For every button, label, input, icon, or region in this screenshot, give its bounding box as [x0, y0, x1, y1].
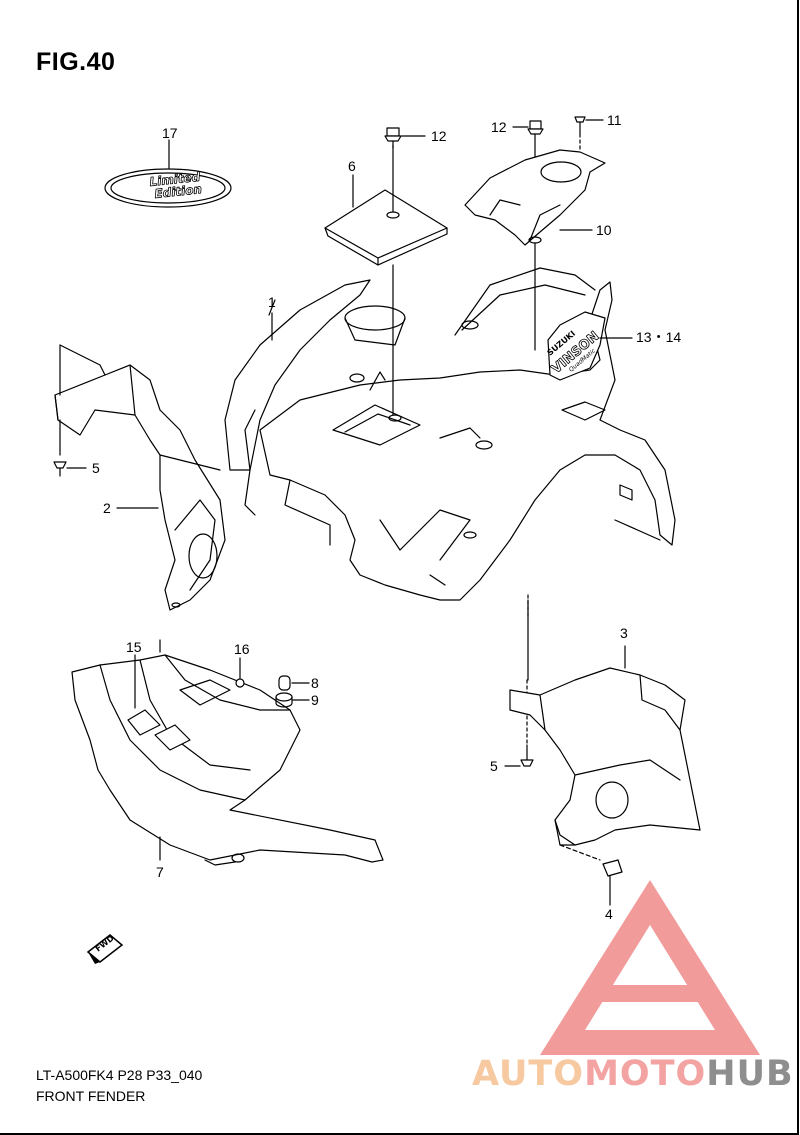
decal-edition-text: Edition — [154, 182, 203, 201]
part-12-bolt-top — [512, 120, 544, 161]
callout-5-left: 5 — [92, 460, 100, 476]
callout-15: 15 — [126, 639, 142, 655]
callout-11: 11 — [607, 112, 622, 128]
decal-limited-text: Limited — [149, 170, 201, 189]
callout-6: 6 — [348, 158, 356, 174]
part-9-grommet — [275, 692, 310, 708]
section-name: FRONT FENDER — [36, 1088, 146, 1104]
part-13-14-vinson-decal: SUZUKI VINSON QuadMatic — [546, 311, 633, 381]
watermark-hub: HUB — [706, 1054, 794, 1094]
part-6-cover-lid — [324, 144, 448, 266]
callout-10: 10 — [596, 222, 612, 238]
part-4-bolt — [602, 859, 623, 906]
watermark-logo — [540, 880, 760, 1055]
watermark-text: AUTOMOTOHUB — [472, 1054, 794, 1094]
part-10-upper-cover — [464, 149, 606, 351]
part-8-spacer — [278, 675, 310, 691]
fwd-direction-arrow: FWD — [86, 933, 124, 964]
callout-16: 16 — [234, 641, 250, 657]
callout-5-right: 5 — [490, 758, 498, 774]
callout-3: 3 — [620, 625, 628, 641]
part-12-bolt-left — [384, 127, 426, 149]
callout-1: 1 — [268, 294, 276, 310]
callout-7: 7 — [156, 864, 164, 880]
callout-17: 17 — [162, 125, 178, 141]
callout-9: 9 — [311, 692, 319, 708]
part-3-right-inner-fender — [509, 645, 701, 861]
part-16-nut — [235, 657, 245, 688]
callout-8: 8 — [311, 675, 319, 691]
part-17-limited-edition-decal: Limited Edition — [104, 139, 232, 208]
part-1-front-fender — [224, 264, 676, 681]
figure-title: FIG.40 — [36, 48, 116, 76]
part-7-front-guard — [71, 654, 384, 866]
callout-12-left: 12 — [431, 128, 447, 144]
part-5-screw-left — [53, 461, 87, 477]
model-code: LT-A500FK4 P28 P33_040 — [36, 1067, 203, 1083]
part-11-screw — [574, 116, 604, 153]
part-2-left-inner-fender — [54, 344, 226, 611]
callout-4: 4 — [605, 906, 613, 922]
callout-13-14: 13・14 — [636, 329, 682, 345]
watermark-moto: MOTO — [584, 1054, 707, 1094]
watermark-auto: AUTO — [472, 1054, 585, 1094]
callout-2: 2 — [103, 500, 111, 516]
callout-12-top: 12 — [491, 119, 507, 135]
